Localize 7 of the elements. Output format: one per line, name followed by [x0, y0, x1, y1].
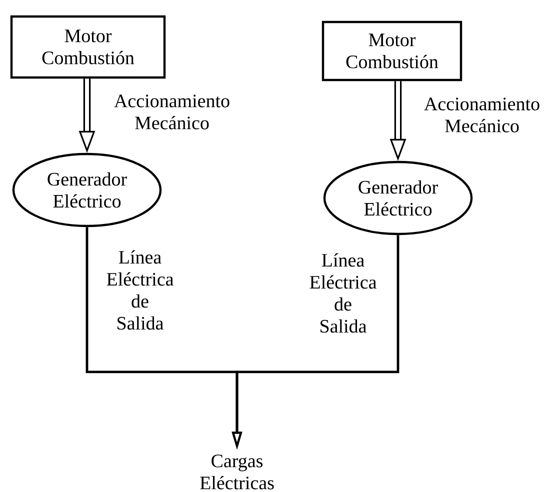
load-label: Cargas Eléctricas [200, 454, 274, 490]
engine-box: Motor Combustión [10, 15, 166, 79]
edge-label: Línea Eléctrica de Salida [310, 253, 376, 333]
edge-label: Accionamiento Mecánico [424, 98, 540, 132]
edge-label: Línea Eléctrica de Salida [106, 250, 174, 330]
edge-label: Accionamiento Mecánico [114, 94, 230, 130]
engine-box: Motor Combustión [322, 20, 462, 82]
